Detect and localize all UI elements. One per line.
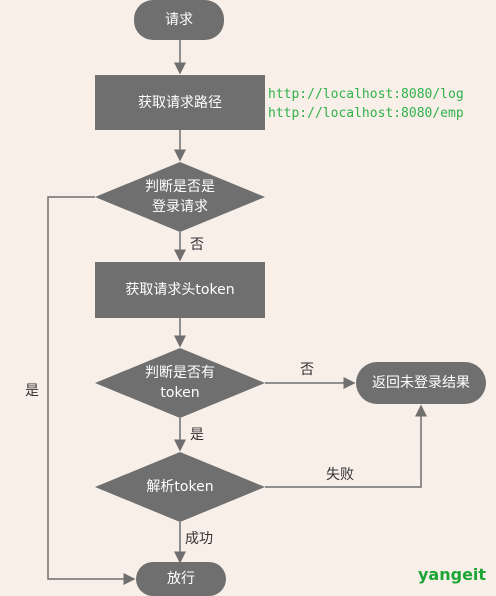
has-token-diamond bbox=[95, 348, 265, 418]
get-path-label: 获取请求路径 bbox=[138, 94, 222, 111]
has-token-label-line2: token bbox=[160, 385, 200, 401]
return-not-login-label: 返回未登录结果 bbox=[372, 375, 470, 391]
has-token-label-line1: 判断是否有 bbox=[145, 365, 215, 381]
url-login: http://localhost:8080/log bbox=[268, 87, 464, 102]
start-node: 请求 bbox=[134, 0, 224, 40]
get-path-node: 获取请求路径 bbox=[95, 75, 265, 130]
has-token-label: 判断是否有 token bbox=[110, 363, 250, 403]
edge-label-fail: 失败 bbox=[326, 467, 354, 483]
edge-parse-fail-to-return bbox=[265, 404, 427, 488]
edge-label-no-2: 否 bbox=[300, 362, 314, 378]
get-token-label: 获取请求头token bbox=[125, 282, 235, 298]
is-login-label-line2: 登录请求 bbox=[152, 199, 208, 215]
pass-node: 放行 bbox=[136, 562, 226, 596]
is-login-label-line1: 判断是否是 bbox=[145, 179, 215, 195]
edge-label-success: 成功 bbox=[185, 531, 213, 547]
get-token-node: 获取请求头token bbox=[95, 262, 265, 318]
is-login-diamond bbox=[95, 162, 265, 232]
edge-login-yes-to-pass bbox=[47, 196, 136, 585]
url-emp: http://localhost:8080/emp bbox=[268, 106, 464, 121]
parse-token-label: 解析token bbox=[110, 477, 250, 497]
start-label: 请求 bbox=[165, 12, 193, 28]
edge-label-no-1: 否 bbox=[190, 237, 204, 253]
pass-label: 放行 bbox=[167, 571, 195, 587]
parse-token-label-text: 解析token bbox=[146, 479, 214, 495]
return-not-login-node: 返回未登录结果 bbox=[356, 362, 486, 404]
edge-label-yes-left: 是 bbox=[25, 383, 39, 399]
brand-logo: yangeit bbox=[418, 565, 487, 584]
parse-token-diamond bbox=[95, 452, 265, 522]
edge-label-yes-2: 是 bbox=[190, 427, 204, 443]
is-login-label: 判断是否是 登录请求 bbox=[110, 177, 250, 217]
